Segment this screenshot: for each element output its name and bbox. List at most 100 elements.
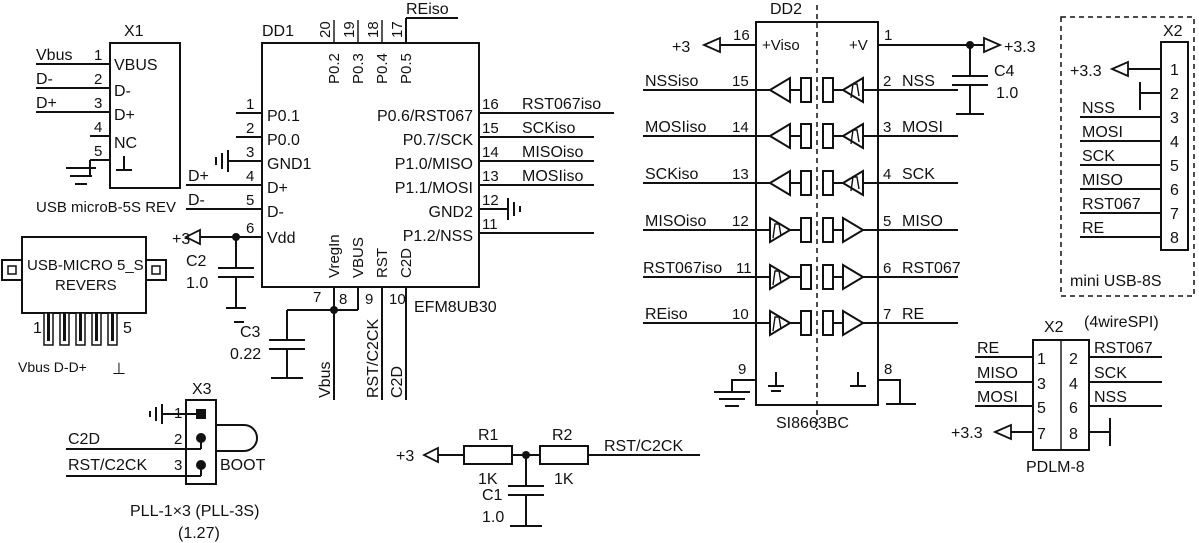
dd2-left-net: RST067iso <box>643 260 722 277</box>
reset-network: +3 R1 1K R2 1K C1 1.0 RST/C2CK <box>396 427 700 527</box>
dd1-bottom-pin-num: 7 <box>313 289 321 306</box>
footprint-pin-last: 5 <box>123 320 132 337</box>
c2-ref: C2 <box>186 253 207 270</box>
c4-ref: C4 <box>994 63 1015 80</box>
x2-usb-pin-num: 8 <box>1170 230 1179 247</box>
dd1-pin-label: P1.0/MISO <box>395 156 473 173</box>
dd1-pin-num: 5 <box>246 192 254 209</box>
x1-ref: X1 <box>124 23 144 40</box>
footprint-pin-first: 1 <box>33 320 42 337</box>
footprint-line2: REVERS <box>55 277 117 294</box>
dd2-left-net: NSSiso <box>645 73 698 90</box>
x2-pdlm-net: RE <box>977 340 999 357</box>
dd1-net-label: SCKiso <box>522 120 575 137</box>
x2-usb-net: NSS <box>1082 100 1115 117</box>
x2-pdlm-pin-num: 8 <box>1069 426 1078 443</box>
cap-c3: C3 0.22 Vbus RST/C2CK C2D <box>230 306 406 400</box>
x3-net-label: RST/C2CK <box>68 457 147 474</box>
dd1-pin-label: P1.1/MOSI <box>395 180 473 197</box>
boot-jumper <box>216 424 258 452</box>
x2-usb-supply: +3.3 <box>1070 63 1102 80</box>
dd1-top-pin-label: P0.4 <box>374 53 391 84</box>
dd2-pin-num: 12 <box>732 213 749 230</box>
dd2-pin-num: 4 <box>883 166 891 183</box>
x3-pitch: (1.27) <box>178 525 220 542</box>
dd1-top-pin-num: 19 <box>341 21 358 38</box>
x2-usb-net: RST067 <box>1082 196 1141 213</box>
dd2-pin-num: 5 <box>883 213 891 230</box>
dd2-viso-label: +Viso <box>762 37 800 54</box>
x2-pdlm-pin-num: 4 <box>1069 376 1078 393</box>
x2-usb-net: RE <box>1082 220 1104 237</box>
cap-c2: +3 C2 1.0 <box>172 228 254 323</box>
x1-net-label: D- <box>36 71 53 88</box>
x2-usb-name: mini USB-8S <box>1070 273 1162 290</box>
dd1-bottom-pin-label: RST <box>374 248 391 278</box>
x2-usb-net: MISO <box>1082 172 1123 189</box>
dd2-left-net: SCKiso <box>645 166 698 183</box>
dd1-pin-num: 15 <box>482 120 499 137</box>
c2-supply-label: +3 <box>172 231 190 248</box>
dd1-bottom-pin-num: 10 <box>389 291 406 308</box>
x2-pdlm-net: SCK <box>1094 365 1127 382</box>
c1-ref: C1 <box>482 487 503 504</box>
x1-body <box>109 42 181 189</box>
dd2-right-net: RST067 <box>902 260 961 277</box>
dd1-top-pin-label: P0.3 <box>350 53 367 84</box>
dd1-pin-num: 4 <box>246 168 254 185</box>
dd2-pin-num: 8 <box>884 361 892 378</box>
c2-value: 1.0 <box>186 275 208 292</box>
footprint-bottom-label: Vbus D-D+ <box>18 359 87 375</box>
dd2-left-supply: +3 <box>672 39 690 56</box>
dd1-ref: DD1 <box>262 23 294 40</box>
dd2-left-net: MOSIiso <box>645 119 706 136</box>
x2-pdlm-net: NSS <box>1094 389 1127 406</box>
dd1-bottom-pin-label: VBUS <box>350 237 367 278</box>
rc-net-out: RST/C2CK <box>604 438 683 455</box>
connector-x1: X1 1 2 3 4 5 VBUS D- D+ NC Vbus D- D+ US… <box>36 23 181 216</box>
x2-usb-pin-num: 4 <box>1170 134 1179 151</box>
x2-pdlm-pin-num: 1 <box>1037 351 1046 368</box>
dd2-pin-num: 14 <box>732 119 749 136</box>
x2-pdlm-pin-num: 3 <box>1037 376 1046 393</box>
x1-pin-num: 2 <box>94 71 102 88</box>
dd1-top-pin-num: 17 <box>389 21 406 38</box>
ic-dd1: DD1 EFM8UB30 1 2 3 4 5 6 P0.1 P0.0 GND1 … <box>186 1 614 400</box>
dd1-body <box>261 42 480 288</box>
dd1-pin-num: 1 <box>246 96 254 113</box>
x1-name: USB microB-5S REV <box>36 199 176 216</box>
dd2-pin-num: 1 <box>884 27 892 44</box>
x2-pdlm-note: (4wireSPI) <box>1084 314 1159 331</box>
dd2-pin-num: 15 <box>732 73 749 90</box>
x2-usb-ref: X2 <box>1163 23 1183 40</box>
dd2-pin-num: 16 <box>733 27 750 44</box>
dd1-pin-label: GND2 <box>429 204 474 221</box>
dd2-right-net: NSS <box>902 73 935 90</box>
x1-pin-label: D+ <box>114 107 135 124</box>
dd2-right-supply: +3.3 <box>1004 39 1036 56</box>
dd1-net-dplus: D+ <box>188 168 209 185</box>
x1-net-label: D+ <box>36 95 57 112</box>
dd2-left-net: REiso <box>645 306 688 323</box>
x1-pin-label: VBUS <box>114 57 158 74</box>
dd1-top-pin-label: P0.2 <box>326 53 343 84</box>
dd2-pin-num: 11 <box>736 260 752 277</box>
supply-arrow-icon <box>421 446 439 464</box>
dd1-net-label: MISOiso <box>522 144 583 161</box>
supply-arrow-icon <box>992 423 1012 441</box>
dd1-bottom-pin-label: VregIn <box>326 234 343 278</box>
vbus-net-label: Vbus <box>317 362 334 398</box>
dd1-bottom-pin-num: 8 <box>339 291 347 308</box>
x3-pin-num: 2 <box>174 431 182 448</box>
dd2-pin-num: 7 <box>883 306 891 323</box>
x1-net-label: Vbus <box>36 47 72 64</box>
dd1-pin-label: P0.7/SCK <box>403 132 474 149</box>
x2-pdlm-net: MISO <box>977 365 1018 382</box>
dd1-pin-label: GND1 <box>267 156 312 173</box>
dd2-pin-num: 2 <box>883 73 891 90</box>
dd2-pin-num: 13 <box>732 166 749 183</box>
footprint-ground-symbol: ⊥ <box>112 361 126 378</box>
dd1-net-label: RST067iso <box>522 96 601 113</box>
x3-ref: X3 <box>192 381 212 398</box>
dd1-bottom-pin-num: 9 <box>365 291 373 308</box>
